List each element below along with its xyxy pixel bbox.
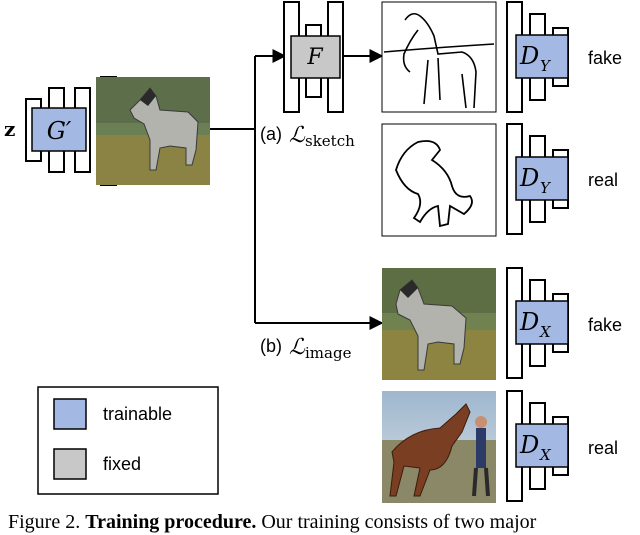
generator-input-label: z xyxy=(4,117,15,141)
svg-text:X: X xyxy=(539,323,552,341)
generated-horse-image xyxy=(96,77,210,185)
discriminator-3: D X xyxy=(506,267,569,379)
svg-text:sketch: sketch xyxy=(305,132,355,150)
svg-text:ℒ: ℒ xyxy=(289,123,306,148)
generator-body xyxy=(31,107,87,152)
generated-image-example xyxy=(382,268,496,380)
legend-trainable-label: trainable xyxy=(103,404,172,424)
discriminator-4-verdict: real xyxy=(588,438,618,458)
svg-text:ℒ: ℒ xyxy=(289,335,306,360)
real-image-example xyxy=(382,391,496,503)
sketch-net-body xyxy=(290,35,341,79)
sketch-net-label: F xyxy=(306,45,323,70)
svg-text:Y: Y xyxy=(540,57,552,75)
real-sketch-image xyxy=(381,123,497,237)
svg-text:(b): (b) xyxy=(260,336,282,356)
discriminator-4: D X xyxy=(506,390,569,502)
discriminator-1-verdict: fake xyxy=(588,48,622,68)
figure-caption: Figure 2. Training procedure. Our traini… xyxy=(8,510,640,534)
caption-prefix: Figure 2. xyxy=(8,511,86,533)
discriminator-2-verdict: real xyxy=(588,170,618,190)
svg-text:D: D xyxy=(519,42,539,70)
generated-sketch-image xyxy=(381,1,497,113)
sketch-network: F xyxy=(283,1,344,113)
svg-text:D: D xyxy=(519,164,539,192)
svg-text:D: D xyxy=(519,308,539,336)
legend-trainable-swatch xyxy=(53,398,87,430)
generator-label: G′ xyxy=(47,117,72,145)
discriminator-3-verdict: fake xyxy=(588,315,622,335)
svg-text:Y: Y xyxy=(540,179,552,197)
discriminator-2: D Y xyxy=(506,123,569,235)
caption-rest: Our training consists of two major xyxy=(256,511,537,533)
caption-bold: Training procedure. xyxy=(85,511,257,533)
discriminator-1: D Y xyxy=(506,1,569,113)
svg-text:X: X xyxy=(539,446,552,464)
sketch-loss-label: (a) ℒ sketch xyxy=(260,123,355,150)
legend-fixed-label: fixed xyxy=(103,454,141,474)
svg-text:D: D xyxy=(519,431,539,459)
legend: trainable fixed xyxy=(37,386,219,495)
legend-fixed-swatch xyxy=(53,448,87,480)
connector-lines xyxy=(210,49,384,330)
image-loss-label: (b) ℒ image xyxy=(260,335,352,362)
svg-text:(a): (a) xyxy=(260,124,282,144)
svg-text:image: image xyxy=(305,344,352,362)
